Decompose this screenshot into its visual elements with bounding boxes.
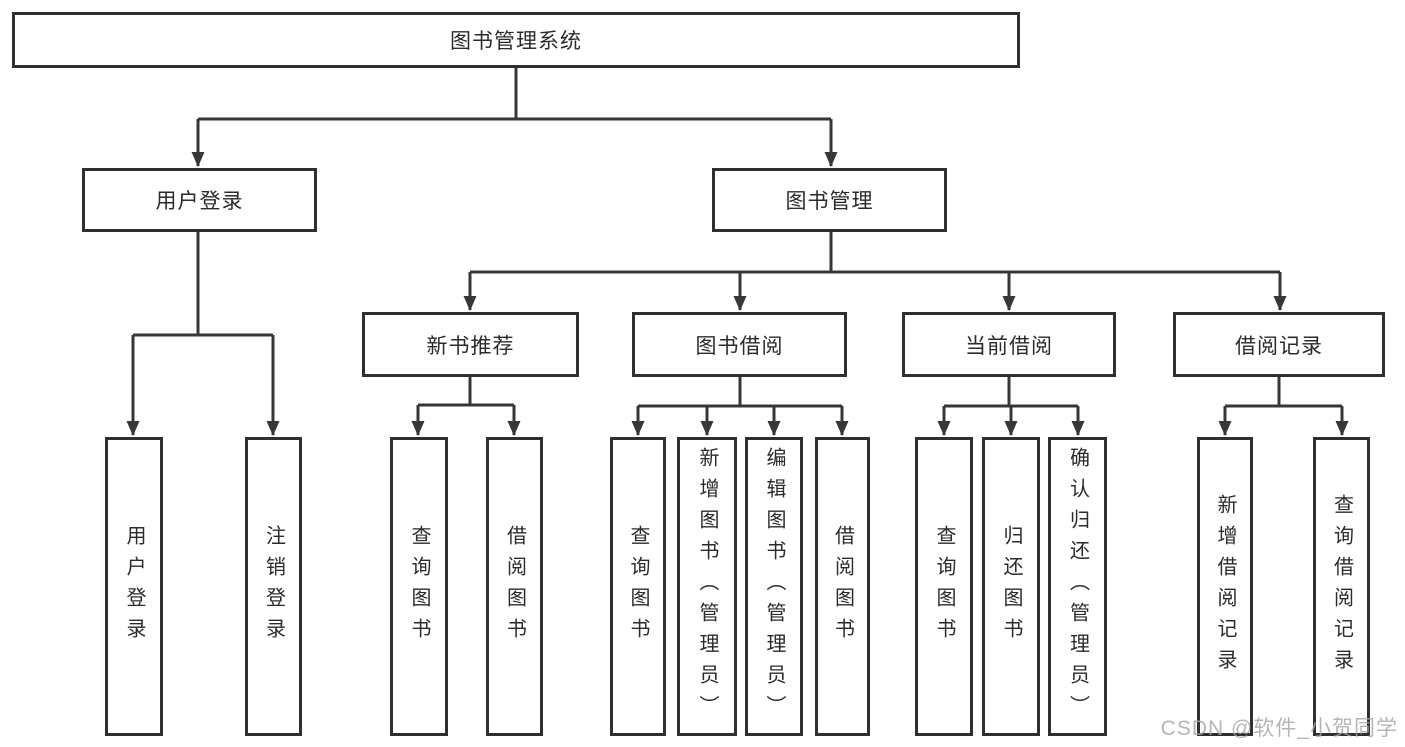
node-label: 确认归还（管理员） <box>1066 447 1089 726</box>
node-label: 图书借阅 <box>695 334 784 358</box>
node-book-management: 图书管理 <box>712 168 947 232</box>
node-label: 借阅图书 <box>831 524 854 649</box>
node-user-login: 用户登录 <box>82 168 317 232</box>
node-label: 用户登录 <box>155 190 244 213</box>
node-current-confirm-return-admin: 确认归还（管理员） <box>1048 437 1107 736</box>
node-label: 新增图书（管理员） <box>696 447 718 726</box>
node-recommend-query-books: 查询图书 <box>390 437 448 736</box>
node-label: 查询图书 <box>408 524 430 649</box>
node-label: 图书管理 <box>785 190 874 213</box>
node-label: 新增借阅记录 <box>1214 493 1236 680</box>
node-label: 查询借阅记录 <box>1330 493 1353 680</box>
node-label: 图书管理系统 <box>450 30 582 53</box>
node-label: 查询图书 <box>627 524 649 649</box>
node-record-query-borrow-record: 查询借阅记录 <box>1313 437 1370 736</box>
node-library-management-system: 图书管理系统 <box>12 12 1020 68</box>
node-record-add-borrow-record: 新增借阅记录 <box>1197 437 1253 736</box>
node-current-query-books: 查询图书 <box>915 437 973 736</box>
node-label: 用户登录 <box>123 524 145 649</box>
node-borrow-add-books-admin: 新增图书（管理员） <box>677 437 737 736</box>
node-book-borrowing: 图书借阅 <box>632 312 847 377</box>
node-user-login-action: 用户登录 <box>105 437 163 736</box>
node-borrowing-records: 借阅记录 <box>1173 312 1385 377</box>
csdn-watermark: CSDN @软件_小贺同学 <box>1160 717 1398 740</box>
node-borrow-query-books: 查询图书 <box>610 437 666 736</box>
node-label: 查询图书 <box>933 524 955 649</box>
node-borrow-edit-books-admin: 编辑图书（管理员） <box>745 437 803 736</box>
node-label: 新书推荐 <box>426 334 515 358</box>
node-label: 编辑图书（管理员） <box>763 447 785 726</box>
node-label: 注销登录 <box>262 524 285 649</box>
node-recommend-borrow-books: 借阅图书 <box>486 437 543 736</box>
node-current-return-books: 归还图书 <box>982 437 1040 736</box>
node-label: 当前借阅 <box>965 334 1053 358</box>
node-current-borrowing: 当前借阅 <box>902 312 1116 377</box>
node-logout-action: 注销登录 <box>245 437 302 736</box>
node-new-book-recommend: 新书推荐 <box>362 312 579 377</box>
node-label: 借阅记录 <box>1235 334 1323 358</box>
node-label: 归还图书 <box>1000 524 1022 649</box>
node-label: 借阅图书 <box>503 524 526 649</box>
node-borrow-borrow-books: 借阅图书 <box>815 437 870 736</box>
